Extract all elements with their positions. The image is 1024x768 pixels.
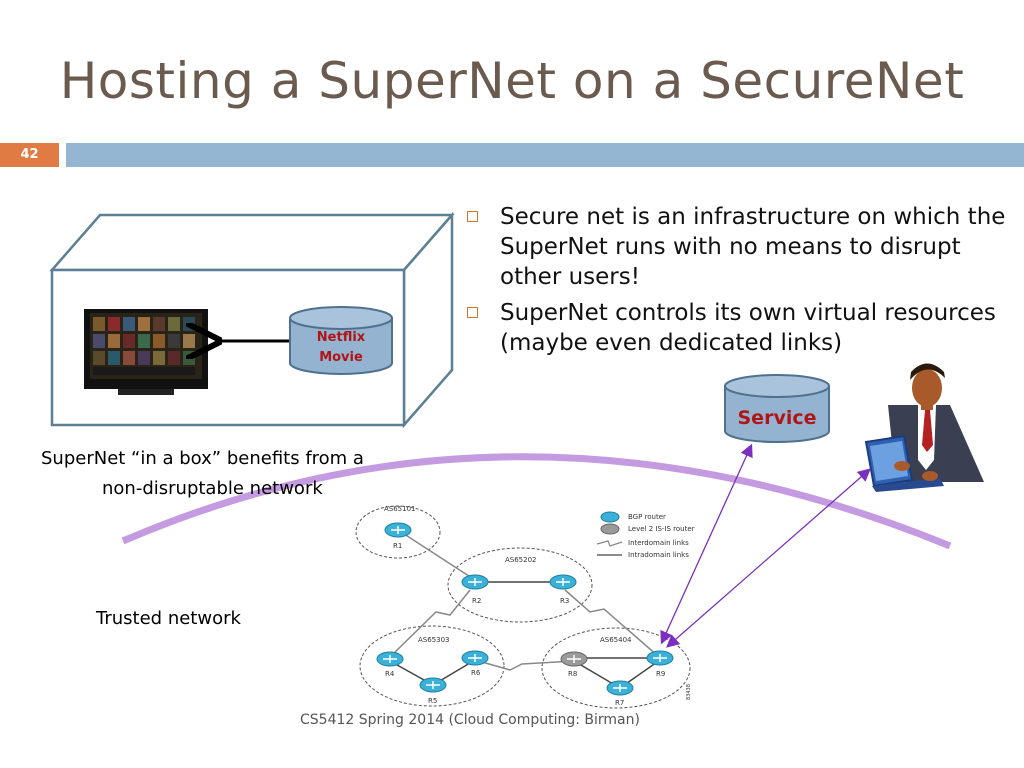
legend-label: Interdomain links (628, 539, 689, 547)
network-diagram: AS65101 AS65202 AS65303 AS65404 R1 R2 R3… (355, 505, 695, 709)
as-cloud (359, 625, 505, 707)
router-r2-icon (461, 574, 489, 590)
as-cloud (541, 627, 691, 709)
trusted-network-label: Trusted network (96, 608, 241, 629)
bullet-text: SuperNet controls its own virtual resour… (500, 300, 996, 356)
interdomain-link (397, 529, 476, 581)
supernet-box (49, 211, 455, 429)
router-r6-icon (461, 650, 489, 666)
box-caption-line2: non-disruptable network (102, 478, 323, 499)
header-bar (66, 143, 1024, 167)
router-label: R1 (393, 542, 402, 550)
bullet-list: Secure net is an infrastructure on which… (467, 202, 1017, 364)
interdomain-link (391, 589, 471, 656)
box-caption-line1: SuperNet “in a box” benefits from a (41, 448, 364, 469)
router-r5-icon (419, 677, 447, 693)
isis-router-icon (600, 523, 620, 535)
router-label: R8 (568, 670, 577, 678)
bullet-item: Secure net is an infrastructure on which… (467, 202, 1017, 292)
user-at-laptop-icon (864, 363, 984, 492)
slide-title: Hosting a SuperNet on a SecureNet (59, 52, 965, 110)
service-label: Service (738, 407, 817, 429)
bullet-item: SuperNet controls its own virtual resour… (467, 298, 1017, 358)
router-label: R7 (615, 699, 624, 707)
router-label: R3 (560, 597, 569, 605)
router-label: R4 (385, 670, 395, 678)
figure-id: 83438 (686, 684, 692, 700)
router-r9-icon (646, 650, 674, 666)
legend-label: BGP router (628, 513, 666, 521)
interdomain-link-icon (596, 540, 623, 547)
as-cloud (447, 547, 593, 623)
legend-label: Level 2 IS-IS router (628, 525, 695, 533)
cylinder-label-line2: Movie (319, 350, 363, 365)
trust-arc (121, 453, 952, 550)
router-r4-icon (376, 651, 404, 667)
interdomain-link (474, 659, 575, 671)
tv-screen-icon (84, 309, 208, 395)
as-label: AS65101 (384, 505, 416, 513)
router-label: R5 (428, 697, 437, 705)
router-r7-icon (606, 680, 634, 696)
bgp-router-icon (600, 511, 620, 523)
bullet-square-icon (467, 211, 478, 222)
bullet-text: Secure net is an infrastructure on which… (500, 204, 1006, 290)
slide-footer: CS5412 Spring 2014 (Cloud Computing: Bir… (300, 712, 640, 728)
as-label: AS65404 (600, 636, 632, 644)
network-legend: BGP router Level 2 IS-IS router Interdom… (596, 511, 695, 559)
cylinder-label-line1: Netflix (317, 330, 366, 345)
as-label: AS65303 (418, 636, 450, 644)
router-label: R2 (472, 597, 481, 605)
interdomain-link (564, 589, 659, 657)
router-r8-icon (560, 651, 588, 667)
netflix-movie-cylinder: Netflix Movie (289, 306, 393, 375)
router-label: R6 (471, 669, 481, 677)
as-cloud (355, 505, 441, 559)
router-r1-icon (384, 522, 412, 538)
legend-label: Intradomain links (628, 551, 689, 559)
bullet-square-icon (467, 307, 478, 318)
service-cylinder: Service (724, 374, 830, 443)
user-link-arrow (666, 468, 871, 648)
as-label: AS65202 (505, 556, 537, 564)
router-r3-icon (549, 574, 577, 590)
router-label: R9 (656, 670, 665, 678)
slide-number: 42 (0, 143, 59, 167)
